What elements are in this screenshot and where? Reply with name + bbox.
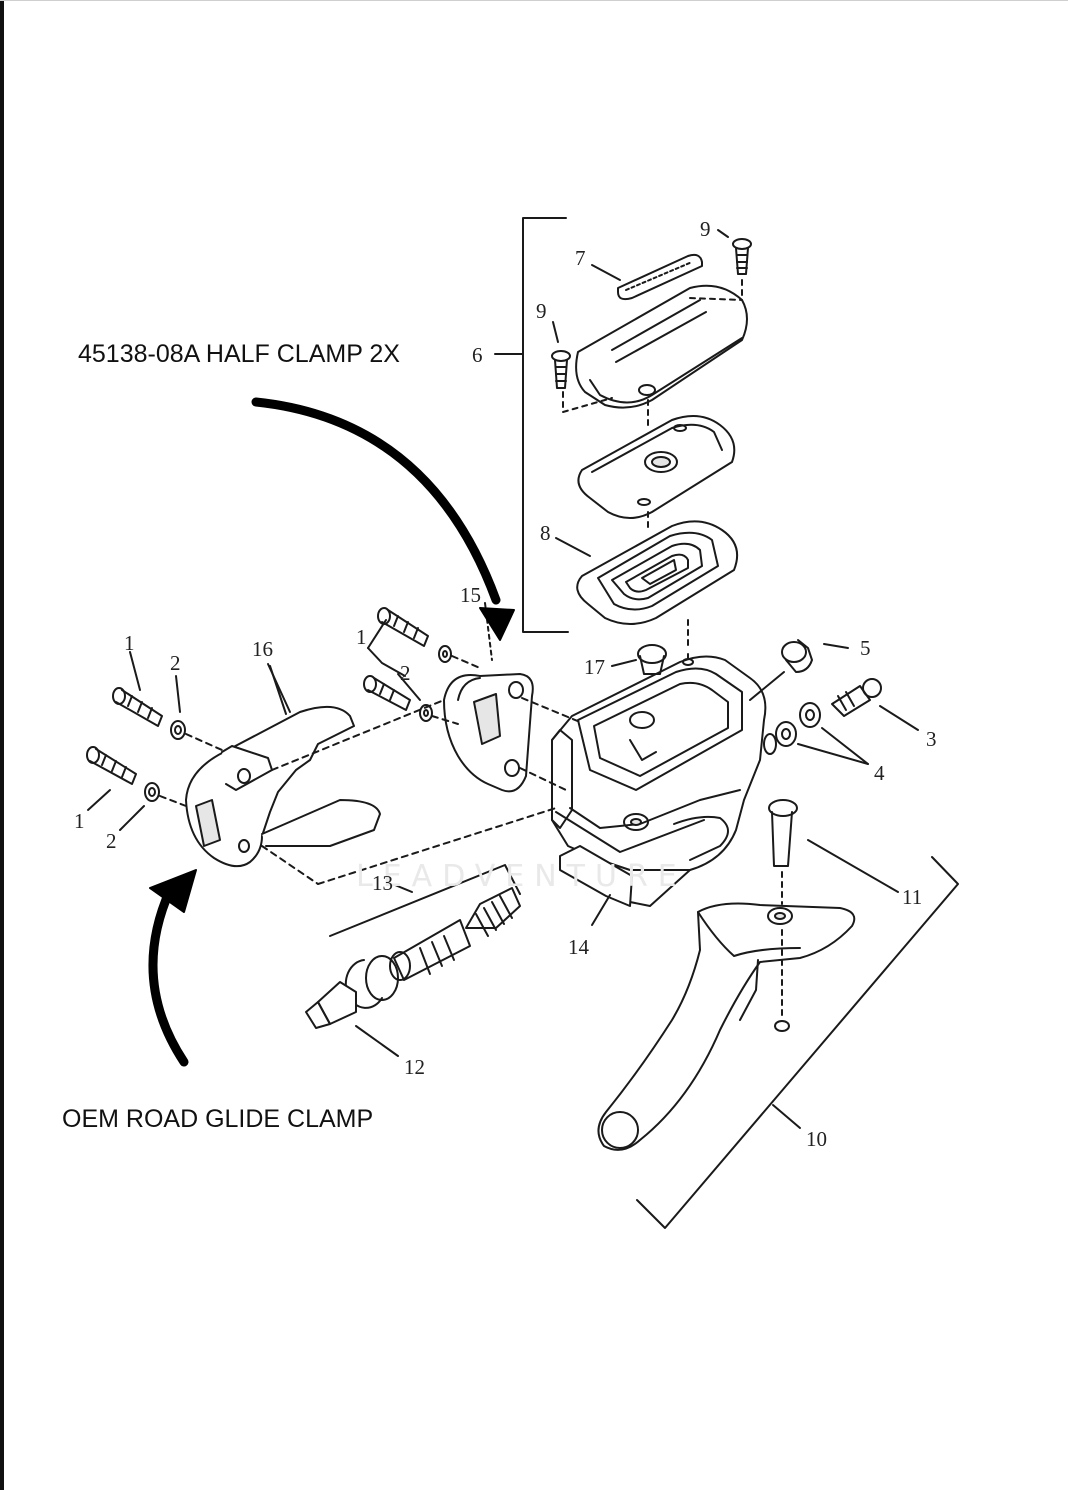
part-number-4: 4 — [874, 761, 885, 785]
part-number-8: 8 — [540, 521, 551, 545]
washers-4 — [775, 702, 869, 765]
plug-17 — [611, 644, 667, 675]
part-3 — [831, 678, 919, 731]
part-number-1-middle: 1 — [356, 625, 367, 649]
pivot-pin-11 — [768, 799, 798, 1032]
arrow-half-clamp — [251, 397, 501, 605]
part-5 — [749, 639, 849, 701]
part-14 — [559, 845, 633, 926]
arrowhead-half-clamp — [479, 607, 515, 641]
arrow-oem-clamp — [148, 885, 189, 1067]
part-number-6: 6 — [472, 343, 483, 367]
cover-label-7 — [591, 253, 703, 301]
part-number-15: 15 — [460, 583, 481, 607]
part-number-2-bottom: 2 — [106, 829, 117, 853]
part-number-11: 11 — [902, 885, 922, 909]
master-cylinder-body — [551, 655, 777, 907]
part-number-2-middle: 2 — [400, 661, 411, 685]
part-number-7: 7 — [575, 246, 586, 270]
part-number-13: 13 — [372, 871, 393, 895]
part-number-5: 5 — [860, 636, 871, 660]
part-number-9-left: 9 — [536, 299, 547, 323]
leader-13 — [394, 884, 413, 893]
part-number-12: 12 — [404, 1055, 425, 1079]
part-number-9-right: 9 — [700, 217, 711, 241]
left-border — [0, 0, 4, 1490]
screw-9-right — [717, 229, 752, 275]
part-number-1-bottom: 1 — [74, 809, 85, 833]
part-number-2-top: 2 — [170, 651, 181, 675]
group10-bracket — [636, 856, 959, 1229]
group13-bracket — [329, 864, 521, 937]
watermark: LEADVENTURE — [356, 859, 687, 894]
part-number-17: 17 — [584, 655, 605, 679]
diaphragm-8 — [555, 520, 738, 671]
group6-bracket — [522, 217, 569, 633]
part-number-16: 16 — [252, 637, 273, 661]
leader-10 — [772, 1104, 801, 1129]
part-number-1-top: 1 — [124, 631, 135, 655]
screws-left — [86, 651, 291, 831]
lever-10 — [597, 902, 856, 1151]
screw-9-left — [551, 321, 571, 389]
part-number-3: 3 — [926, 727, 937, 751]
half-clamp-15 — [443, 602, 534, 793]
cover-plate — [577, 415, 736, 531]
part-number-14: 14 — [568, 935, 590, 959]
leader-11 — [807, 839, 899, 893]
screws-middle — [363, 607, 581, 791]
oem-clamp-callout: OEM ROAD GLIDE CLAMP — [62, 1105, 374, 1133]
piston-assembly — [305, 887, 521, 1057]
half-clamp-callout: 45138-08A HALF CLAMP 2X — [78, 340, 400, 368]
reservoir-cover — [562, 279, 748, 429]
top-border — [0, 0, 1068, 1]
part-number-10: 10 — [806, 1127, 827, 1151]
arrowhead-oem-clamp — [149, 869, 197, 913]
